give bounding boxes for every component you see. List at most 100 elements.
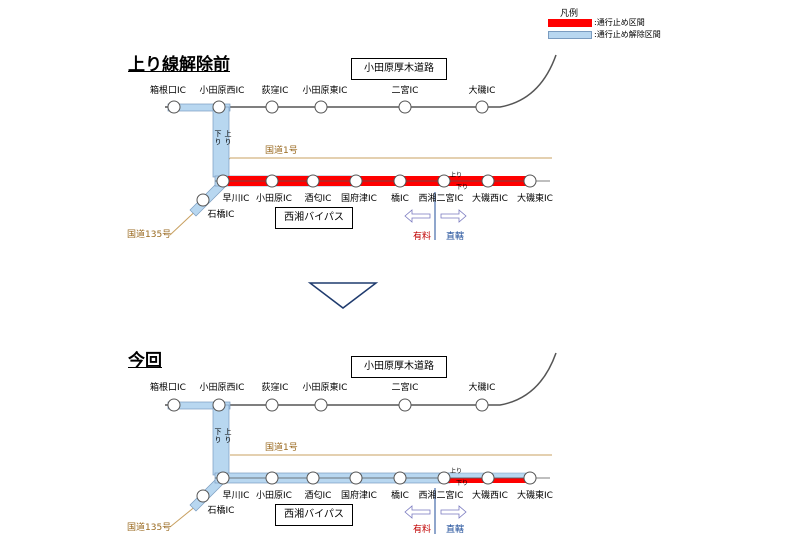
up-direction-label: 上り xyxy=(224,130,232,146)
direct-arrow xyxy=(440,209,467,223)
ic-marker-seisho-ninomiya-2 xyxy=(437,471,451,485)
legend-title: 凡例 xyxy=(560,9,579,19)
ic-marker-kozu-2 xyxy=(349,471,363,485)
ic-marker-sakawa-2 xyxy=(306,471,320,485)
ic-marker-odawara-higashi-2 xyxy=(314,398,328,412)
ic-marker-hayakawa xyxy=(216,174,230,188)
down-direction-label: 下り xyxy=(214,130,222,146)
legend-lifted: :通行止め解除区間 xyxy=(548,30,661,40)
route1-label: 国道1号 xyxy=(265,146,298,156)
ic-label: 西湘二宮IC xyxy=(418,491,464,501)
ic-label: 西湘二宮IC xyxy=(418,194,464,204)
ic-marker-hayakawa-2 xyxy=(216,471,230,485)
ic-label: 橋IC xyxy=(391,491,409,501)
ic-marker-oiso-nishi xyxy=(481,174,495,188)
bottom-ic-markers xyxy=(196,174,537,207)
ic-label: 大磯IC xyxy=(468,86,496,96)
ic-marker-hakoneguchi-2 xyxy=(167,398,181,412)
ic-label: 二宮IC xyxy=(391,86,419,96)
ic-label: 国府津IC xyxy=(341,194,377,204)
ic-marker-tachibana xyxy=(393,174,407,188)
ishibashi-label-2: 石橋IC xyxy=(207,506,235,516)
toll-arrow xyxy=(404,209,431,223)
ic-marker-odawara-higashi xyxy=(314,100,328,114)
ic-marker-odawara-nishi xyxy=(212,100,226,114)
ic-label: 大磯IC xyxy=(468,383,496,393)
direct-label-2: 直轄 xyxy=(446,525,465,535)
ic-label: 荻窪IC xyxy=(261,383,289,393)
ic-marker-hakoneguchi xyxy=(167,100,181,114)
direct-arrow-2 xyxy=(440,505,467,519)
ic-label: 小田原東IC xyxy=(302,86,348,96)
ic-label: 早川IC xyxy=(222,194,250,204)
ic-label: 箱根口IC xyxy=(150,86,186,96)
odawara-atsugi-box-2: 小田原厚木道路 xyxy=(351,356,447,378)
seisho-bypass-box: 西湘バイパス xyxy=(275,207,353,229)
route1-label-2: 国道1号 xyxy=(265,443,298,453)
top-ic-markers-2 xyxy=(167,398,489,412)
transition-arrow xyxy=(307,282,379,309)
panel-now xyxy=(165,352,557,534)
ic-marker-kozu xyxy=(349,174,363,188)
top-ic-markers xyxy=(167,100,489,114)
ic-marker-sakawa xyxy=(306,174,320,188)
legend-closed-swatch xyxy=(548,18,592,27)
odawara-atsugi-line xyxy=(165,54,557,108)
ic-marker-ogikubo-2 xyxy=(265,398,279,412)
down-label-small: 下り xyxy=(456,184,469,191)
ic-label: 小田原西IC xyxy=(199,86,245,96)
panel-before-title: 上り線解除前 xyxy=(128,55,230,75)
ic-label: 小田原西IC xyxy=(199,383,245,393)
toll-label: 有料 xyxy=(413,232,432,242)
ic-label: 酒匂IC xyxy=(304,194,332,204)
ic-marker-oiso-higashi-2 xyxy=(523,471,537,485)
ic-label: 小田原IC xyxy=(256,194,292,204)
ic-marker-oiso-nishi-2 xyxy=(481,471,495,485)
ic-label: 小田原IC xyxy=(256,491,292,501)
panel-now-title: 今回 xyxy=(128,351,162,371)
ic-label: 大磯西IC xyxy=(472,491,508,501)
up-direction-label-2: 上り xyxy=(224,428,232,444)
odawara-atsugi-box: 小田原厚木道路 xyxy=(351,58,447,80)
ic-marker-oiso-2 xyxy=(475,398,489,412)
ic-label: 箱根口IC xyxy=(150,383,186,393)
ic-label: 大磯東IC xyxy=(517,491,553,501)
ic-label: 国府津IC xyxy=(341,491,377,501)
toll-arrow-2 xyxy=(404,505,431,519)
ic-marker-tachibana-2 xyxy=(393,471,407,485)
ic-marker-odawara xyxy=(265,174,279,188)
legend-lifted-swatch xyxy=(548,30,592,39)
ic-marker-ishibashi xyxy=(196,193,210,207)
ic-label: 酒匂IC xyxy=(304,491,332,501)
ic-label: 二宮IC xyxy=(391,383,419,393)
ic-marker-oiso xyxy=(475,100,489,114)
route135-label-2: 国道135号 xyxy=(127,523,172,533)
down-direction-label-2: 下り xyxy=(214,428,222,444)
up-label-small: 上り xyxy=(450,172,463,179)
up-label-small-2: 上り xyxy=(450,468,463,475)
ic-label: 大磯西IC xyxy=(472,194,508,204)
seisho-bypass-box-2: 西湘バイパス xyxy=(275,504,353,526)
bottom-ic-markers-2 xyxy=(196,471,537,503)
route135-label: 国道135号 xyxy=(127,230,172,240)
legend-closed-label: :通行止め区間 xyxy=(594,18,645,27)
ic-marker-odawara-2 xyxy=(265,471,279,485)
ic-marker-ogikubo xyxy=(265,100,279,114)
down-label-small-2: 下り xyxy=(456,480,469,487)
ic-marker-seisho-ninomiya xyxy=(437,174,451,188)
ic-marker-odawara-nishi-2 xyxy=(212,398,226,412)
ic-label: 橋IC xyxy=(391,194,409,204)
ishibashi-label: 石橋IC xyxy=(207,210,235,220)
ic-label: 小田原東IC xyxy=(302,383,348,393)
ic-marker-oiso-higashi xyxy=(523,174,537,188)
legend-closed: :通行止め区間 xyxy=(548,18,645,28)
ic-marker-ninomiya xyxy=(398,100,412,114)
odawara-atsugi-line-2 xyxy=(165,352,557,406)
panel-before xyxy=(165,54,557,240)
ic-marker-ishibashi-2 xyxy=(196,489,210,503)
direct-label: 直轄 xyxy=(446,232,465,242)
ic-label: 大磯東IC xyxy=(517,194,553,204)
legend-lifted-label: :通行止め解除区間 xyxy=(594,30,661,39)
toll-label-2: 有料 xyxy=(413,525,432,535)
